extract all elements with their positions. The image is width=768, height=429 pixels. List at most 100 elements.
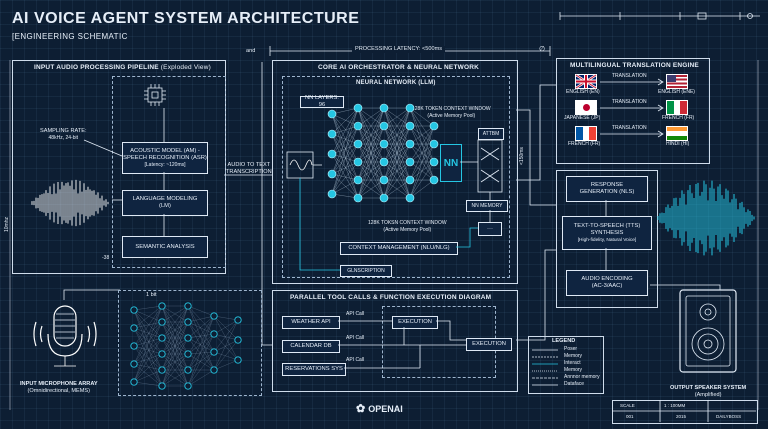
lower-nn-node [130, 306, 138, 314]
audio-encoding-box: AUDIO ENCODING (AC-3/AAC) [566, 270, 648, 296]
title-block [612, 400, 758, 424]
uk-flag-icon [575, 73, 597, 90]
lower-nn-node [158, 318, 166, 326]
translation-to-3: HINDI (HI) [666, 141, 690, 147]
legend-box [528, 336, 604, 394]
nn-node [405, 103, 415, 113]
nn-layers-label: NN LAYERS: 96 [300, 95, 344, 108]
nn-node [379, 121, 389, 131]
audio-to-text-label: AUDIO TO TEXT TRANSCRIPTION [226, 162, 272, 175]
lower-nn-node [234, 316, 242, 324]
context-window-bottom: 128K TOKSN CONTEXT WINDOW (Active Memory… [368, 220, 447, 233]
title-block-r1: 001 [626, 414, 634, 419]
context-management-box: CONTEXT MANAGEMENT (NLU/NLG) [340, 242, 458, 255]
lower-pipeline-frame [118, 290, 262, 396]
nn-node [429, 157, 439, 167]
nn-node [327, 109, 337, 119]
speaker-icon [679, 289, 737, 373]
nn-node [379, 175, 389, 185]
nn-node [405, 157, 415, 167]
microphone-icon [33, 305, 97, 367]
weather-api-box: WEATHER API [282, 316, 340, 329]
memory-dots: ··· [478, 222, 502, 236]
title-block-r2: 2015 [676, 414, 687, 419]
input-waveform [31, 179, 109, 227]
nn-memory-block: NN MEMORY [466, 200, 508, 212]
speaker-label: OUTPUT SPEAKER SYSTEM (Amplified) [670, 385, 747, 398]
page-subtitle: [ENGINEERING SCHEMATIC [12, 32, 128, 41]
scale-label: SCALE [620, 403, 635, 408]
output-waveform [657, 180, 755, 256]
input-pipeline-title: INPUT AUDIO PROCESSING PIPELINE (Explode… [34, 64, 212, 71]
lower-nn-node [210, 312, 218, 320]
output-pipeline-panel [556, 170, 658, 308]
translation-panel [556, 58, 710, 164]
response-generation-box: RESPONSE GENERATION (NLS) [566, 176, 648, 202]
nn-node [379, 139, 389, 149]
translation-arrow-label-3: TRANSLATION [612, 125, 647, 131]
italy-flag-icon [666, 100, 688, 115]
tools-title: PARALLEL TOOL CALLS & FUNCTION EXECUTION… [290, 294, 492, 301]
india-flag-icon [666, 126, 688, 141]
lower-nn-node [210, 348, 218, 356]
sampling-rate-label: SAMPLING RATE: 48kHz, 24-bit [40, 128, 87, 141]
nn-title: NEURAL NETWORK (LLM) [356, 80, 436, 86]
lower-neural-graph [130, 302, 242, 390]
nn-block: NN [440, 144, 462, 182]
nn-node [405, 139, 415, 149]
nn-node [327, 129, 337, 139]
nn-node [327, 149, 337, 159]
tts-box: TEXT-TO-SPEECH (TTS) SYNTHESIS [High-fid… [562, 216, 652, 250]
pipeline-inner-frame [112, 76, 226, 268]
openai-logo-icon: ✿ [356, 403, 366, 415]
nn-node [429, 175, 439, 185]
lower-nn-node [184, 302, 192, 310]
lower-nn-node [184, 350, 192, 358]
execution-box-2: EXECUTION [466, 338, 512, 351]
reservations-sys-box: RESERVATIONS SYS [282, 363, 346, 376]
france-flag-icon [575, 126, 597, 141]
nn-node [379, 157, 389, 167]
lower-nn-node [210, 330, 218, 338]
lower-nn-node [130, 324, 138, 332]
lower-nn-node [158, 366, 166, 374]
lower-nn-node [184, 334, 192, 342]
title-block-r3: DAILYBOSS [716, 414, 742, 419]
transcription-box: GLNSCRIPTION [340, 265, 392, 277]
us-flag-icon [666, 74, 688, 89]
translation-arrow-label-2: TRANSLATION [612, 99, 647, 105]
lower-nn-node [130, 342, 138, 350]
lower-nn-node [234, 336, 242, 344]
translation-from-1: ENGLISH (EN) [566, 89, 600, 95]
translation-arrow-label-1: TRANSLATION [612, 73, 647, 79]
nn-node [353, 103, 363, 113]
lower-nn-node [184, 318, 192, 326]
nn-node [327, 169, 337, 179]
context-window-top: 128K TOKEN CONTEXT WINDOW (Active Memory… [412, 106, 491, 119]
nn-node [405, 175, 415, 185]
microphone-label: INPUT MICROPHONE ARRAY (Omnidirectional,… [20, 381, 98, 394]
nn-node [379, 193, 389, 203]
lower-nn-connections [133, 305, 239, 387]
orchestrator-panel [272, 60, 518, 284]
nn-node [353, 139, 363, 149]
lower-nn-node [184, 366, 192, 374]
nn-node [379, 103, 389, 113]
nn-node [353, 175, 363, 185]
latency-label: PROCESSING LATENCY: <500ms [352, 46, 446, 53]
scale-value: 1 : 100MM [664, 403, 686, 408]
nn-connections [331, 107, 435, 199]
nn-node [429, 139, 439, 149]
api-call-2: API Call [346, 335, 365, 341]
lower-nn-node [158, 350, 166, 358]
nn-node [429, 121, 439, 131]
translation-to-2: FRENCH (FR) [662, 115, 695, 121]
openai-brand: ✿ OPENAI [356, 403, 403, 415]
title-block-grid [612, 400, 756, 422]
language-model-box: LANGUAGE MODELING (LM) [122, 190, 208, 216]
japan-flag-icon [575, 100, 597, 115]
nn-node [353, 121, 363, 131]
